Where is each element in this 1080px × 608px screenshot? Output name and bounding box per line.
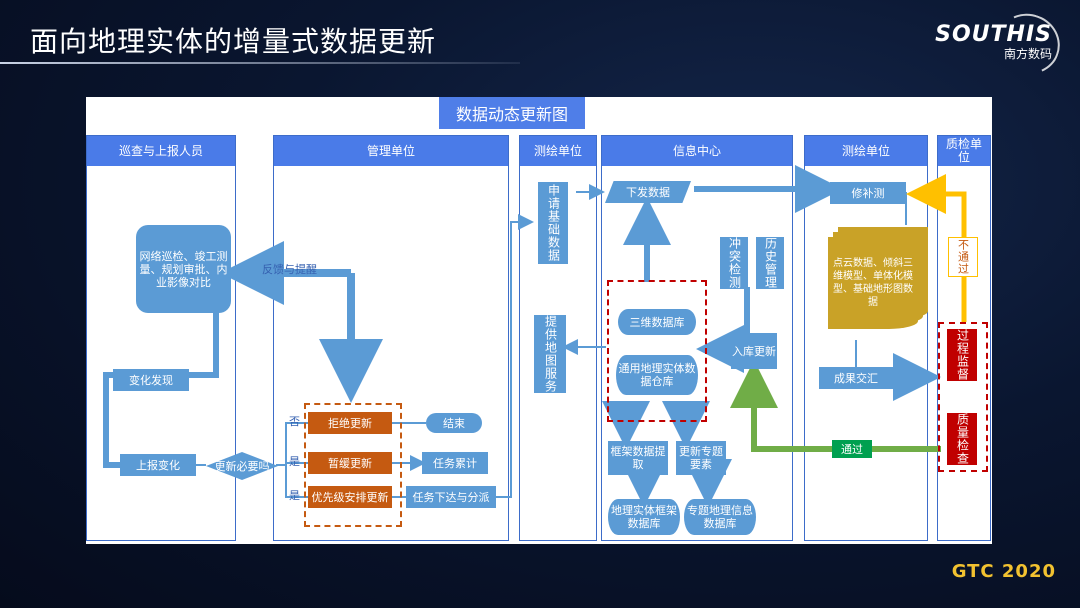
change-found: 变化发现: [113, 369, 189, 391]
quality-check: 质量检查: [947, 413, 977, 465]
lane-header: 信息中心: [602, 136, 792, 166]
brand-logo: SOUTHIS 南方数码: [935, 22, 1052, 62]
topic-database: 专题地理信息数据库: [684, 499, 756, 535]
reject-update: 拒绝更新: [308, 412, 392, 434]
title-underline: [0, 62, 520, 64]
end-node: 结束: [426, 413, 482, 433]
task-assign: 任务下达与分派: [406, 486, 496, 508]
priority-update: 优先级安排更新: [308, 486, 392, 508]
frame-extract: 框架数据提取: [608, 441, 668, 475]
ingest-update: 入库更新: [731, 333, 777, 369]
apply-base-data: 申请基础数据: [538, 182, 568, 264]
not-pass-label: 不通过: [948, 237, 978, 277]
lane-header: 质检单位: [938, 136, 990, 166]
line-assign-to-apply: [496, 214, 534, 498]
branch-yes-label: 是: [289, 455, 300, 468]
lane-patrol: 巡查与上报人员: [86, 135, 236, 541]
lane-qc: 质检单位: [937, 135, 991, 541]
line-yes2: [285, 465, 308, 498]
lane-info-center: 信息中心: [601, 135, 793, 541]
db-3d: 三维数据库: [618, 309, 696, 335]
update-options-group: [304, 403, 402, 527]
lane-survey: 测绘单位: [519, 135, 597, 541]
qc-group: [938, 322, 988, 472]
arrow-change-to-report: [103, 389, 120, 468]
history-management: 历史管理: [756, 237, 784, 289]
arrow-pass: [730, 360, 941, 452]
diagram-canvas: 数据动态更新图 巡查与上报人员 管理单位 测绘单位 信息中心 测绘单位 质检单位: [86, 97, 992, 544]
feedback-label: 反馈与提醒: [262, 263, 317, 276]
patrol-methods: 网络巡检、竣工测量、规划审批、内业影像对比: [136, 225, 231, 313]
provide-map-service: 提供地图服务: [534, 315, 566, 393]
supplement-survey: 修补测: [830, 182, 906, 204]
line-no: [276, 422, 308, 466]
lane-header: 巡查与上报人员: [87, 136, 235, 166]
diagram-title: 数据动态更新图: [439, 97, 585, 129]
lane-header: 测绘单位: [520, 136, 596, 166]
footer-event: GTC 2020: [951, 561, 1056, 582]
brand-subname: 南方数码: [1003, 47, 1052, 61]
slide-title: 面向地理实体的增量式数据更新: [30, 25, 437, 58]
branch-yes-label-2: 是: [289, 489, 300, 502]
frame-database: 地理实体框架数据库: [608, 499, 680, 535]
conflict-check: 冲突检测: [720, 237, 748, 289]
brand-name: SOUTHIS: [935, 22, 1052, 47]
lane-management: 管理单位: [273, 135, 509, 541]
topic-update: 更新专题要素: [676, 441, 726, 475]
lane-survey-2: 测绘单位: [804, 135, 928, 541]
branch-no-label: 否: [289, 415, 300, 428]
arrow-not-pass: [906, 174, 967, 322]
survey-data-stack: 点云数据、倾斜三维模型、单体化模型、基础地形图数据: [828, 237, 918, 329]
report-change: 上报变化: [120, 454, 196, 476]
lane-header: 测绘单位: [805, 136, 927, 166]
pass-label: 通过: [832, 440, 872, 458]
distribute-data: 下发数据: [605, 181, 691, 203]
lane-header: 管理单位: [274, 136, 508, 166]
process-monitor: 过程监督: [947, 329, 977, 381]
database-group: [607, 280, 707, 422]
db-entity-warehouse: 通用地理实体数据仓库: [616, 355, 698, 395]
result-merge: 成果交汇: [819, 367, 893, 389]
task-accumulate: 任务累计: [422, 452, 488, 474]
delay-update: 暂缓更新: [308, 452, 392, 474]
